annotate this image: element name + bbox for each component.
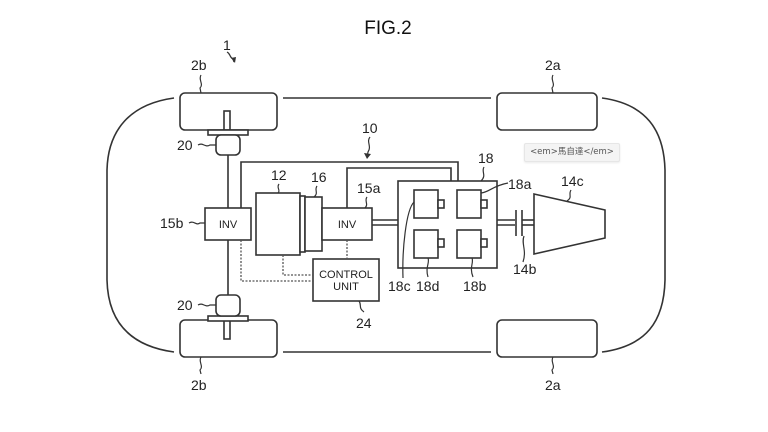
leader-engine [566, 189, 572, 202]
wire-system-outer [240, 161, 459, 208]
label-hub-bottom: 20 [177, 297, 193, 313]
label-motor: 12 [271, 167, 287, 183]
leader-inverter-b [188, 221, 205, 225]
leader-hub-top [197, 143, 216, 147]
label-inverter-a: 15a [357, 180, 381, 196]
leader-cell-18c [402, 201, 415, 279]
label-cell-18d: 18d [416, 278, 439, 294]
label-engine: 14c [561, 173, 584, 189]
inverter-a-block [321, 207, 373, 241]
label-control-unit: 24 [356, 315, 372, 331]
system-arrowhead-icon [364, 153, 371, 159]
leader-cell-18d [426, 257, 430, 278]
label-component-16: 16 [311, 169, 327, 185]
control-unit-text-line1: CONTROL [319, 269, 373, 281]
label-battery-pack: 18 [478, 150, 494, 166]
leader-clutch [522, 235, 526, 263]
figure-title: FIG.2 [364, 18, 412, 39]
leader-control-unit [358, 300, 365, 313]
label-inverter-b: 15b [160, 215, 184, 231]
leader-motor [277, 183, 280, 194]
vehicle-leader-arrow [226, 51, 235, 63]
label-wheel-2b-top: 2b [191, 57, 207, 73]
leader-hub-bottom [197, 303, 216, 307]
control-unit-block [312, 258, 380, 302]
label-cell-18a: 18a [508, 176, 532, 192]
cell-18a-terminal [480, 199, 488, 209]
leader-cell-18a [480, 182, 509, 194]
leader-2b-top [199, 74, 203, 94]
leader-battery-pack [480, 166, 485, 182]
wire-system-inner [346, 167, 452, 208]
leader-2b-bottom [199, 356, 203, 375]
hub-unit-bottom [215, 294, 241, 317]
label-cell-18c: 18c [388, 278, 411, 294]
leader-2a-bottom [551, 356, 555, 375]
leader-inverter-a [364, 196, 368, 209]
cell-18d-terminal [437, 238, 445, 248]
motor-block [255, 192, 301, 256]
vehicle-body-outline [106, 97, 666, 353]
wheel-rear-top [496, 92, 598, 131]
label-wheel-2a-top: 2a [545, 57, 561, 73]
wheel-rear-bottom [496, 319, 598, 358]
cell-18c-terminal [437, 199, 445, 209]
leader-2a-top [551, 74, 555, 94]
engine-block [533, 192, 606, 256]
inverter-b-block [204, 207, 252, 241]
label-clutch: 14b [513, 261, 537, 277]
cell-18b-terminal [480, 238, 488, 248]
axle-stub-top [223, 110, 231, 131]
cell-18a [456, 189, 482, 219]
label-wheel-2a-bottom: 2a [545, 377, 561, 393]
label-wheel-2b-bottom: 2b [191, 377, 207, 393]
body-front-arc [106, 97, 175, 353]
component-16-block [304, 196, 323, 252]
body-rear-arc [601, 97, 666, 353]
leader-component-16 [313, 185, 318, 198]
cell-18b [456, 229, 482, 259]
inverter-b-text: INV [219, 219, 238, 231]
inverter-a-text: INV [338, 219, 357, 231]
label-cell-18b: 18b [463, 278, 487, 294]
cell-18c [413, 189, 439, 219]
label-vehicle: 1 [223, 37, 231, 53]
signal-line-inv-b [240, 240, 313, 282]
cell-18d [413, 229, 439, 259]
leader-cell-18b [470, 257, 474, 278]
system-leader-arrow [366, 136, 371, 158]
axle-stub-bottom [223, 319, 231, 340]
battery-pack-block [397, 180, 498, 269]
label-hub-top: 20 [177, 137, 193, 153]
control-unit-text-line2: UNIT [333, 281, 359, 293]
label-system: 10 [362, 120, 378, 136]
vehicle-arrowhead-icon [231, 57, 236, 63]
signal-line-motor [282, 255, 313, 276]
hub-unit-top [215, 134, 241, 156]
tooltip: <em>馬自達</em> [524, 143, 620, 162]
